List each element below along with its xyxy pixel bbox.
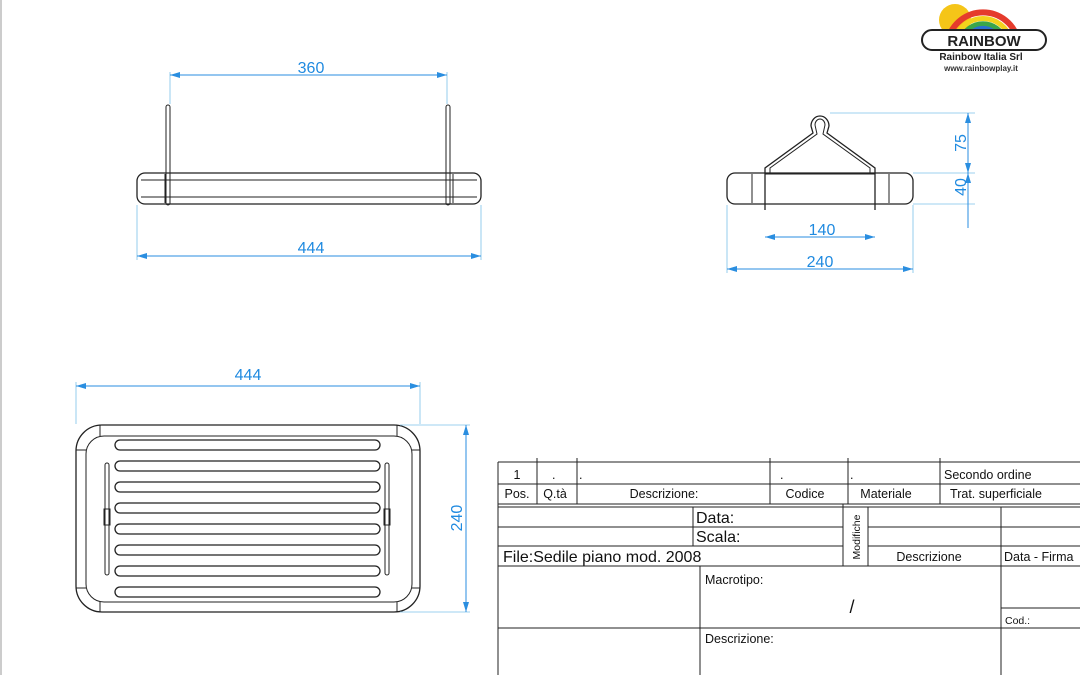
seat-slat [114, 439, 381, 451]
mod-description-label: Descrizione [896, 550, 961, 564]
row1-material: . [850, 468, 853, 482]
dim-front-360: 360 [298, 60, 325, 77]
side-view: 75 40 140 240 [726, 112, 975, 273]
logo-website: www.rainbowplay.it [943, 64, 1018, 73]
row1-qty: . [552, 468, 555, 482]
seat-slat [114, 565, 381, 577]
dim-front-444: 444 [298, 240, 325, 257]
header-pos: Pos. [504, 487, 529, 501]
dim-side-75: 75 [953, 134, 970, 152]
seat-slat [114, 544, 381, 556]
logo-brand: RAINBOW [947, 33, 1021, 50]
data-label: Data: [696, 510, 734, 527]
header-code: Codice [786, 487, 825, 501]
logo-company: Rainbow Italia Srl [939, 52, 1023, 63]
dim-side-140: 140 [809, 222, 836, 239]
seat-slat [114, 523, 381, 535]
front-view: 360 444 [136, 60, 482, 260]
row1-treatment: Secondo ordine [944, 468, 1032, 482]
header-treatment: Trat. superficiale [950, 487, 1042, 501]
mod-date-sign-label: Data - Firma [1004, 550, 1074, 564]
header-qty: Q.tà [543, 487, 567, 501]
row1-description: . [579, 468, 582, 482]
seat-slat [114, 586, 381, 598]
macrotipo-label: Macrotipo: [705, 573, 763, 587]
macrotipo-value: / [849, 597, 854, 617]
header-description: Descrizione: [630, 487, 699, 501]
dim-side-240: 240 [807, 254, 834, 271]
title-block: 1 . . . . Secondo ordine Pos. Q.tà Descr… [497, 458, 1080, 675]
descrizione-label: Descrizione: [705, 632, 774, 646]
row1-code: . [780, 468, 783, 482]
dim-top-240: 240 [449, 505, 466, 532]
rainbow-logo: RAINBOW Rainbow Italia Srl www.rainbowpl… [921, 4, 1047, 73]
row1-pos: 1 [514, 468, 521, 482]
file-label: File:Sedile piano mod. 2008 [503, 549, 701, 566]
top-view: 444 240 [75, 367, 470, 613]
scala-label: Scala: [696, 529, 740, 546]
cod-label: Cod.: [1005, 615, 1030, 627]
seat-slat [114, 481, 381, 493]
seat-slat [114, 460, 381, 472]
dim-top-444: 444 [235, 367, 262, 384]
modifiche-label: Modifiche [851, 514, 863, 559]
header-material: Materiale [860, 487, 911, 501]
seat-slat [114, 502, 381, 514]
dim-side-40: 40 [953, 178, 970, 196]
